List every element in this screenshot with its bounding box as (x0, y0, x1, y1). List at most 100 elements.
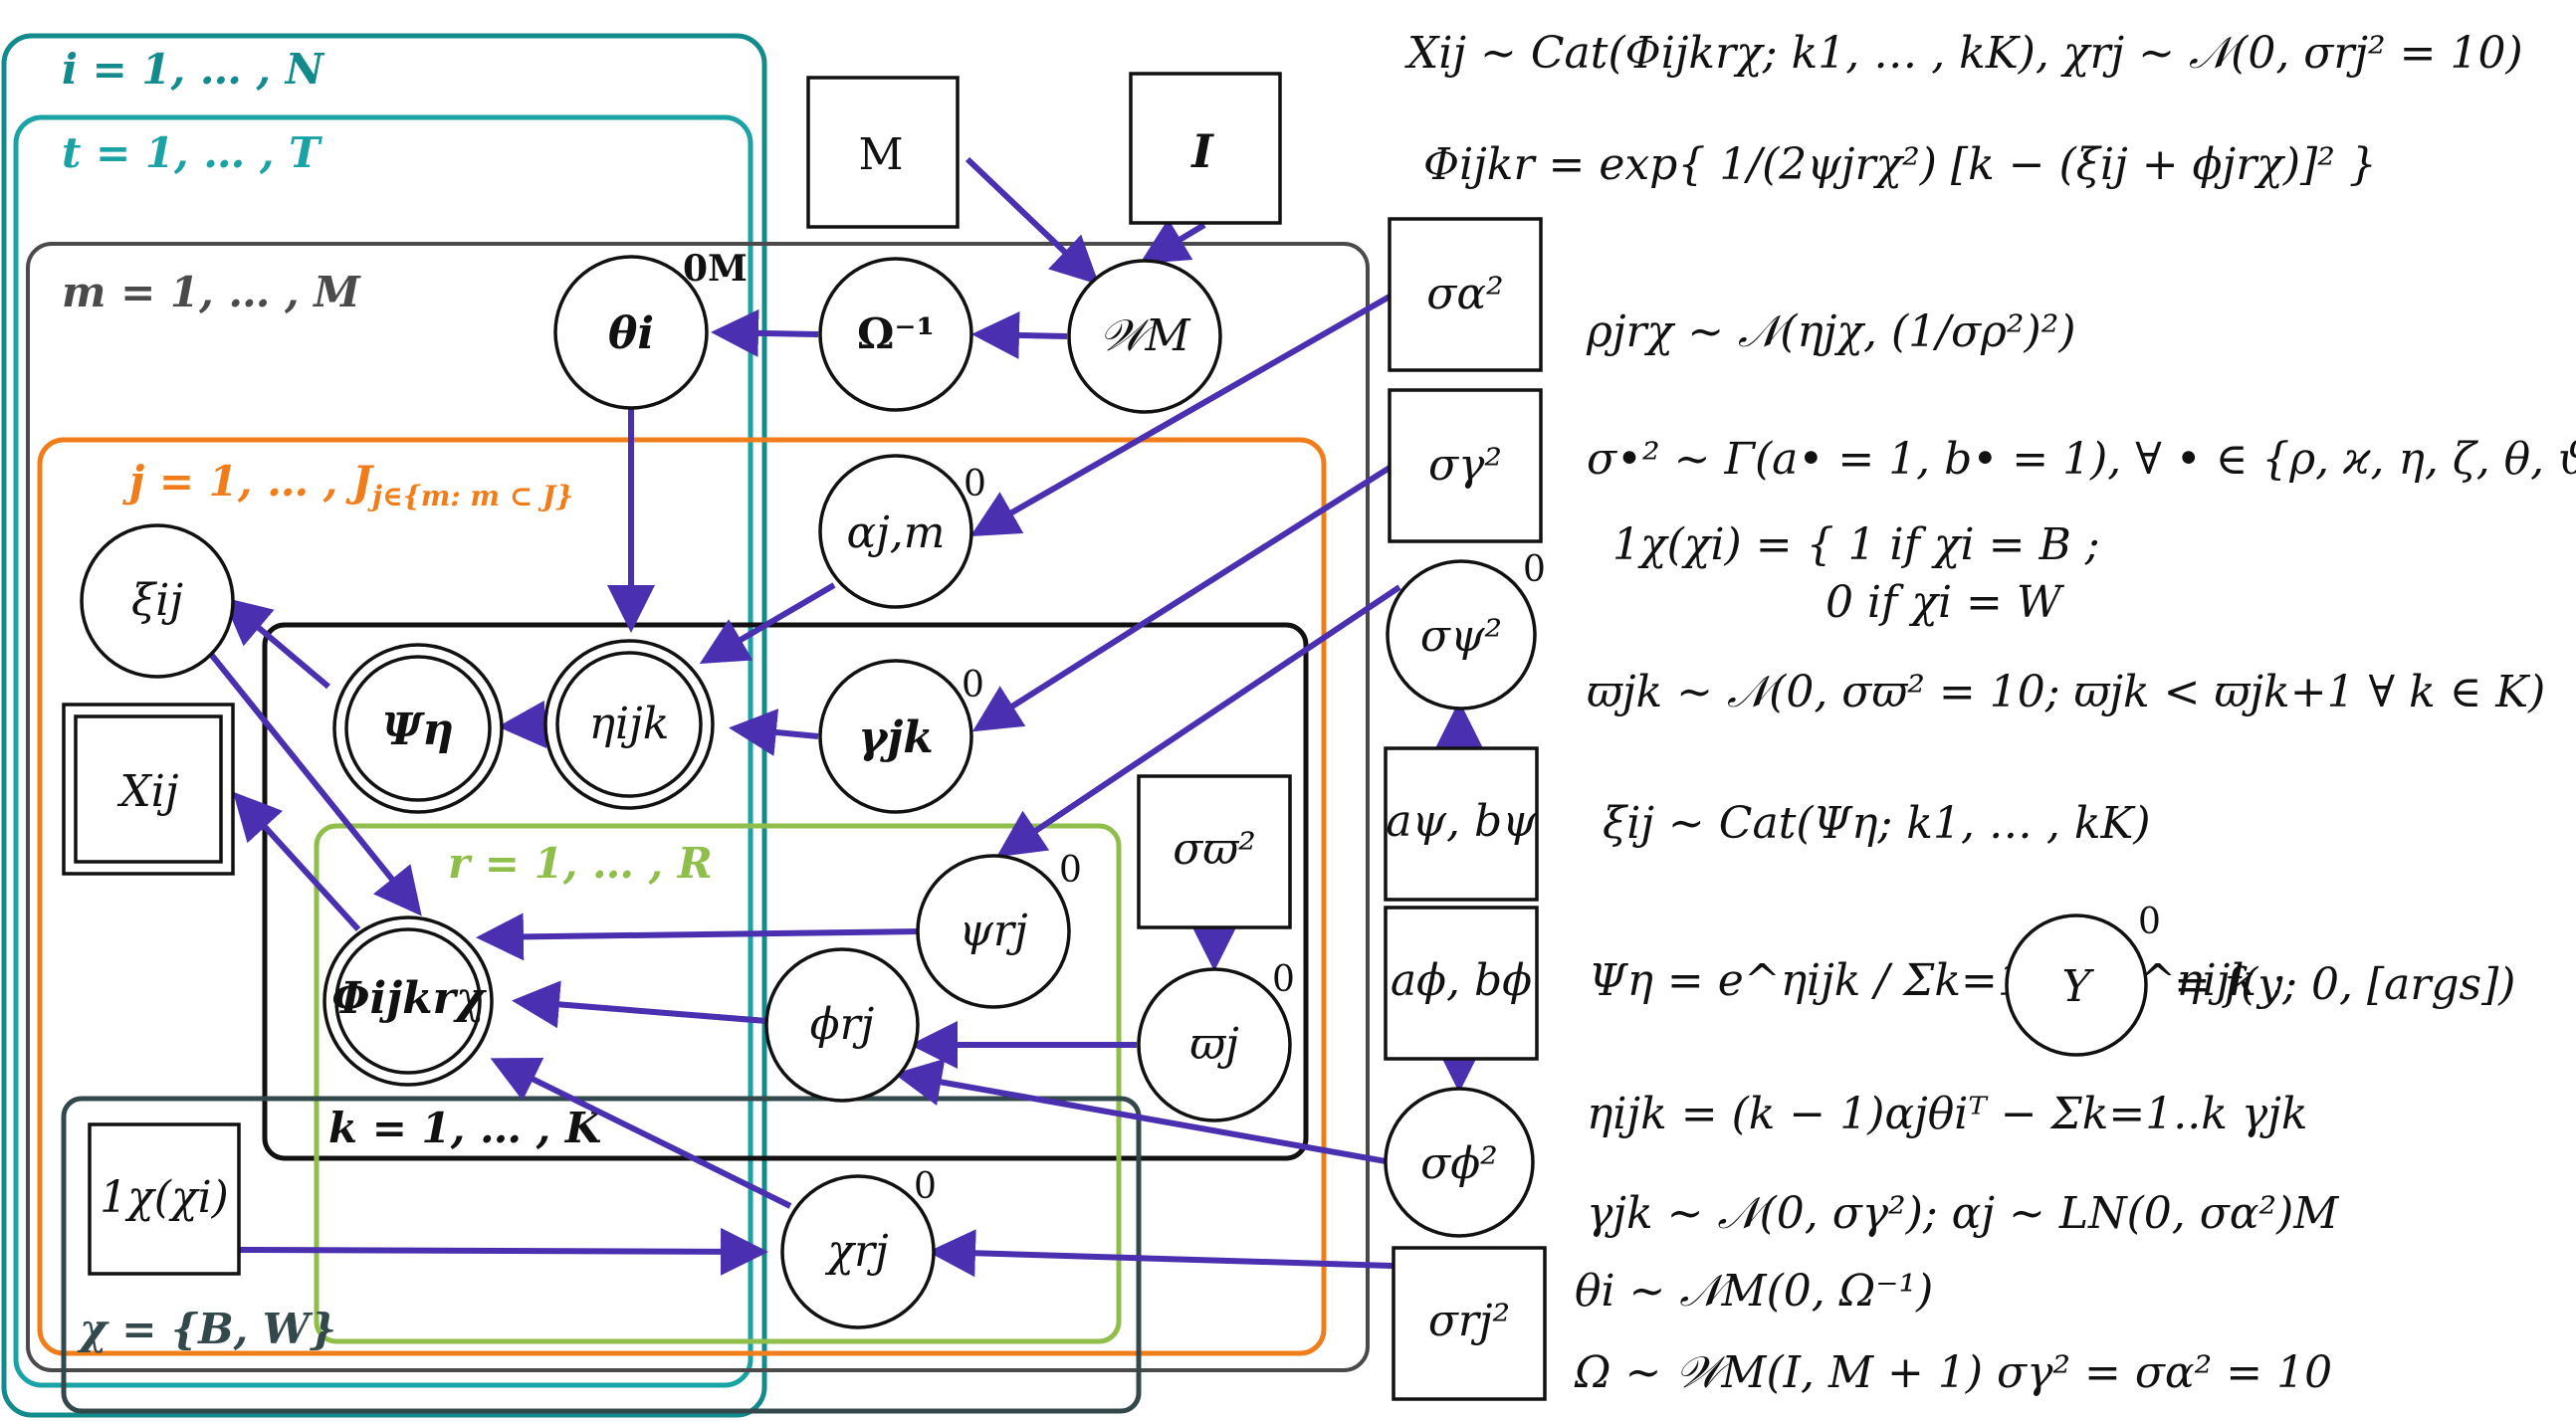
phi-rj-node-label: ϕrj (810, 999, 875, 1050)
psi-eta-node-label: Ψη (382, 705, 454, 755)
a-psi-node (1384, 746, 1539, 902)
xi-node (80, 523, 235, 679)
M-node (806, 76, 960, 229)
equation-12: Ω ~ 𝒲M(I, M + 1) σγ² = σα² = 10 (1574, 1347, 2332, 1398)
psi-eta-node (344, 655, 492, 802)
Phi-node-label: Φijkrχ (331, 973, 488, 1024)
psi-rj-node (916, 854, 1071, 1009)
eta-node-label: ηijk (589, 699, 670, 749)
sigma-phi-node-label: σϕ² (1420, 1138, 1498, 1189)
phi-rj-node (764, 947, 920, 1103)
gamma-node-sup: 0 (962, 665, 984, 706)
varpi-node-sup: 0 (1272, 959, 1295, 1000)
plate-k (262, 622, 1309, 1161)
a-phi-node (1384, 906, 1539, 1061)
chi-rj-node-label: χrj (824, 1226, 888, 1277)
Phi-node (334, 927, 482, 1075)
sigma-alpha-node (1388, 217, 1543, 372)
equation-8: Ψη = e^ηijk / Σk=1..Kj e^ηijk ; (1589, 955, 2285, 1006)
eta-node (555, 651, 703, 798)
equation-4: σ•² ~ Γ(a• = 1, b• = 1), ∀ • ∈ {ρ, ϰ, η,… (1587, 434, 2576, 485)
indicator-node-label: 1χ(χi) (100, 1172, 229, 1223)
edge-siggamma-gamma (971, 465, 1392, 732)
sigma-gamma-node (1388, 388, 1543, 543)
plate-m-label: m = 1, … , M (62, 268, 361, 316)
plate-chi (61, 1096, 1142, 1414)
edge-sigrj-chirj (928, 1229, 1395, 1278)
I-node (1129, 72, 1282, 225)
edge-sigpsi-psirj (996, 584, 1401, 858)
plate-r-label: r = 1, … , R (448, 839, 713, 888)
plate-j (37, 437, 1327, 1356)
sigma-psi-node-sup: 0 (1523, 549, 1546, 590)
alpha-node-sup: 0 (964, 464, 986, 505)
equation-5a: 1χ(χi) = { 1 if χi = B ; (1612, 519, 2100, 570)
edge-gamma-eta (729, 709, 819, 756)
edge-phirj-Phi (512, 980, 767, 1029)
sigma-varpi-node-label: σϖ² (1173, 824, 1256, 875)
WM-node (1067, 259, 1222, 414)
Y-node-label: Y (2061, 961, 2094, 1012)
edge-M-WM (965, 156, 1100, 286)
sigma-gamma-node-label: σγ² (1428, 440, 1502, 491)
theta-node-label: θi (608, 308, 654, 359)
varpi-node-label: ϖj (1189, 1019, 1239, 1070)
xi-node-label: ξij (131, 575, 183, 626)
chi-rj-node-sup: 0 (914, 1166, 937, 1207)
plate-m (26, 242, 1370, 1372)
equation-2: Φijkr = exp{ 1/(2ψjrχ²) [k − (ξij + ϕjrχ… (1423, 139, 2377, 190)
equation-9: ηijk = (k − 1)αjθiᵀ − Σk=1..k γjk (1587, 1089, 2308, 1139)
psi-rj-node-label: ψrj (959, 906, 1027, 956)
plate-k-label: k = 1, … , K (328, 1104, 603, 1152)
edge-Phi-X (232, 791, 361, 932)
sigma-rj-node-label: σrj² (1428, 1296, 1510, 1346)
plate-chi-label: χ = {B, W} (77, 1305, 336, 1353)
edge-psieta-xi (222, 597, 330, 690)
equation-8-rhs: = f(y; 0, [args]) (2174, 959, 2515, 1010)
equation-11: θi ~ 𝒩M(0, Ω⁻¹) (1575, 1266, 1933, 1317)
a-phi-node-label: aϕ, bϕ (1391, 955, 1532, 1006)
edge-chirj-Phi (490, 1058, 792, 1209)
edge-omega-theta (711, 308, 819, 357)
sigma-psi-node-label: σψ² (1420, 611, 1502, 662)
alpha-node-label: αj,m (846, 508, 945, 558)
edge-alpha-eta (699, 582, 836, 665)
psi-rj-node-sup: 0 (1059, 850, 1082, 891)
gamma-node (818, 659, 973, 814)
edge-psirj-Phi (476, 913, 921, 961)
equation-6: ϖjk ~ 𝒩(0, σϖ² = 10; ϖjk < ϖjk+1 ∀ k ∈ K… (1587, 667, 2545, 717)
Y-node-sup: 0 (2138, 902, 2161, 942)
edge-eta-psieta (498, 701, 547, 748)
X-node-label: Xij (116, 766, 178, 817)
Y-node (2005, 914, 2148, 1057)
equation-3: ρjrχ ~ 𝒩(ηjχ, (1/σρ²)²) (1586, 306, 2076, 357)
WM-node-label: 𝒲M (1099, 310, 1190, 361)
theta-node-sup: 0M (683, 248, 748, 290)
sigma-rj-node (1392, 1246, 1547, 1401)
chi-rj-node (780, 1174, 936, 1329)
edge-indicator-chirj (238, 1227, 768, 1276)
equation-7: ξij ~ Cat(Ψη; k1, … , kK) (1603, 798, 2151, 849)
indicator-node (88, 1122, 241, 1276)
edge-WM-omega (971, 310, 1068, 359)
plate-t-label: t = 1, … , T (62, 128, 322, 177)
plate-r (314, 823, 1122, 1344)
omega-inverse-label: Ω⁻¹ (857, 309, 935, 358)
omega-inverse-node (818, 257, 973, 412)
sigma-phi-node (1384, 1087, 1535, 1238)
equation-1: Xij ~ Cat(Φijkrχ; k1, … , kK), χrj ~ 𝒩(0… (1404, 28, 2523, 79)
plate-i-label: i = 1, … , N (62, 45, 325, 94)
sigma-varpi-node (1137, 774, 1292, 929)
edge-sigalpha-alpha (969, 294, 1392, 536)
sigma-alpha-node-label: σα² (1426, 269, 1503, 319)
edge-sigphi-phirj (894, 1058, 1393, 1165)
X-node (74, 714, 223, 864)
sigma-psi-node (1386, 559, 1537, 710)
M-node-label: M (858, 129, 903, 180)
alpha-node (818, 454, 973, 609)
a-psi-node-label: aψ, bψ (1386, 796, 1537, 847)
edge-xi-Phi (202, 645, 422, 916)
equation-5b: 0 if χi = W (1825, 577, 2065, 628)
plate-j-label: j = 1, … , Jj∈{m: m ⊂ J} (122, 457, 573, 512)
